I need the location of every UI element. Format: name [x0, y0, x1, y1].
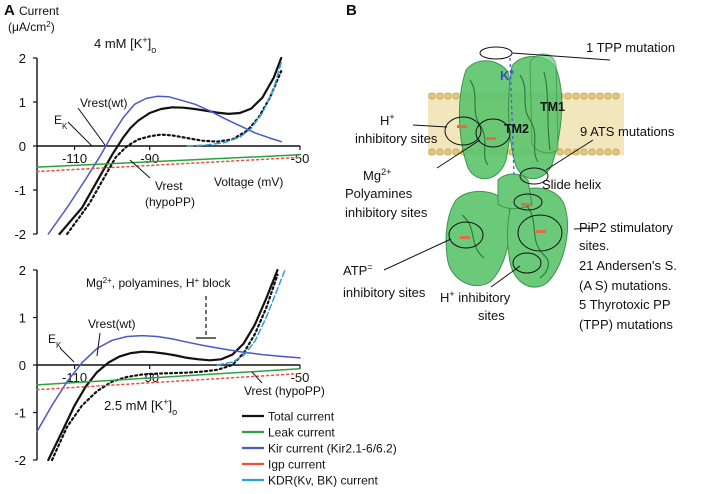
- site-markers: [457, 125, 546, 239]
- top-x-axis-label: Voltage (mV): [214, 175, 283, 189]
- top-annot-leader-2: [67, 121, 93, 147]
- b-pip-line1: PiP2 stimulatory: [579, 220, 673, 235]
- bot-annot-vrest-hypopp: Vrest (hypoPP): [244, 384, 325, 398]
- b-h-sites-line2: inhibitory sites: [355, 131, 438, 146]
- top-annot-vrest-wt: Vrest(wt): [80, 96, 128, 110]
- top-x-tick-label: -110: [62, 151, 87, 166]
- panel-a-label: A: [4, 2, 15, 19]
- bot-y-tick-label: -1: [14, 406, 26, 421]
- top-y-tick-label: -1: [14, 183, 26, 198]
- bot-series-3: [36, 334, 301, 433]
- top-x-tick-label: -90: [140, 151, 159, 166]
- bot-annot-leader-1: [96, 332, 101, 357]
- top-annot-leader-3: [129, 159, 151, 179]
- top-y-tick-label: 1: [19, 95, 26, 110]
- top-series-1: [65, 70, 283, 236]
- bot-y-tick-label: 0: [19, 358, 26, 373]
- channel-structure: [383, 46, 624, 288]
- b-pip-line4: (A S) mutations.: [579, 278, 671, 293]
- bot-series-5: [216, 269, 286, 366]
- b-tm1: TM1: [540, 100, 565, 114]
- b-h-sites-line1: H+: [380, 112, 395, 128]
- pore-path: [509, 57, 515, 176]
- top-annot-ek: EK: [54, 113, 68, 131]
- legend-label-1: Leak current: [268, 426, 335, 440]
- bot-y-tick-label: 2: [19, 263, 26, 278]
- top-annot-leader-1: [77, 107, 106, 146]
- b-tpp-top: 1 TPP mutation: [586, 40, 675, 55]
- panel-b-label: B: [346, 2, 357, 19]
- top-chart: 210-1-2-110-90-50: [14, 51, 309, 242]
- bottom-chart: 210-1-2-110-90-50: [14, 263, 309, 468]
- b-h2-line1: H+ inhibitory: [440, 289, 511, 305]
- top-annot-vrest: Vrest: [155, 179, 183, 193]
- b-atp-line1: ATP=: [343, 262, 373, 278]
- bottom-chart-series: [36, 268, 301, 462]
- bot-annot-ek: EK: [48, 332, 62, 350]
- b-mg-line3: inhibitory sites: [345, 205, 428, 220]
- top-chart-axes: 210-1-2-110-90-50: [14, 51, 309, 242]
- top-chart-series: [36, 56, 301, 236]
- bot-annot-vrest-wt: Vrest(wt): [88, 317, 136, 331]
- top-series-4: [36, 156, 301, 173]
- b-pip-line5: 5 Thyrotoxic PP: [579, 297, 671, 312]
- top-series-3: [47, 95, 282, 235]
- bot-series-1: [50, 273, 279, 462]
- b-leader-lines: [383, 52, 611, 288]
- top-series-5: [186, 61, 282, 147]
- top-condition-label: 4 mM [K+]o: [94, 35, 156, 55]
- bot-y-tick-label: -2: [14, 453, 26, 468]
- site-ellipses: [444, 46, 563, 274]
- b-slide: Slide helix: [542, 177, 602, 192]
- legend-label-4: KDR(Kv, BK) current: [268, 474, 378, 488]
- b-atp-line2: inhibitory sites: [343, 285, 426, 300]
- top-series-2: [36, 154, 301, 168]
- top-y-tick-label: 2: [19, 51, 26, 66]
- b-mg-line1: Mg2+: [363, 167, 391, 183]
- b-pip-line6: (TPP) mutations: [579, 317, 673, 332]
- b-ats: 9 ATS mutations: [580, 124, 675, 139]
- legend-label-2: Kir current (Kir2.1-6/6.2): [268, 442, 397, 456]
- b-pip-line2: sites.: [579, 238, 609, 253]
- y-axis-label-line1: Current: [19, 4, 60, 18]
- block-label: Mg2+, polyamines, H+ block: [86, 276, 232, 291]
- top-y-tick-label: -2: [14, 227, 26, 242]
- top-annot-hypopp: (hypoPP): [145, 195, 195, 209]
- top-y-tick-label: 0: [19, 139, 26, 154]
- bottom-condition-label: 2.5 mM [K+]o: [104, 397, 177, 417]
- legend-label-3: Igp current: [268, 458, 326, 472]
- bot-series-2: [36, 368, 301, 386]
- bot-x-tick-label: -50: [291, 370, 310, 385]
- b-pip-line3: 21 Andersen's S.: [579, 258, 677, 273]
- b-mg-line2: Polyamines: [345, 186, 413, 201]
- bot-y-tick-label: 1: [19, 311, 26, 326]
- b-tm2: TM2: [504, 122, 529, 136]
- helix-lines: [461, 71, 551, 279]
- bot-annot-leader-3: [251, 371, 263, 384]
- top-series-0: [58, 56, 283, 236]
- protein-ribbons: [445, 53, 568, 288]
- legend-label-0: Total current: [268, 410, 335, 424]
- b-h2-line2: sites: [478, 308, 505, 323]
- bot-annot-leader-2: [59, 347, 75, 363]
- y-axis-label-line2: (μA/cm2): [8, 20, 55, 35]
